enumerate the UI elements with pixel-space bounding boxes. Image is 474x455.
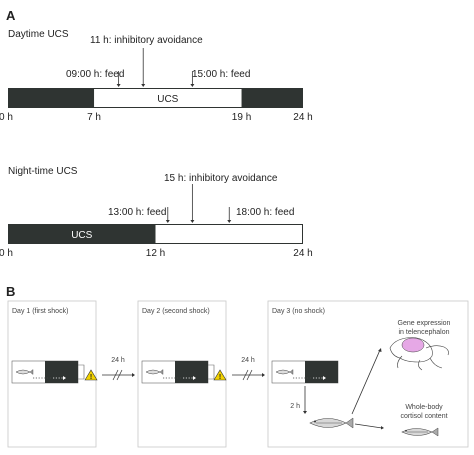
daytime-ticks: 0 h 7 h 19 h 24 h	[0, 112, 313, 123]
daytime-title: Daytime UCS	[8, 29, 69, 40]
day2-fish-icon	[145, 369, 164, 375]
day2-box: Day 2 (second shock) !	[137, 300, 227, 448]
day3-tank	[271, 360, 339, 384]
nighttime-feed2-label: 18:00 h: feed	[236, 207, 294, 218]
daytime-tick-label: 7 h	[87, 112, 101, 123]
nighttime-arrow-head	[165, 220, 170, 223]
cortisol-line2: cortisol content	[400, 413, 447, 420]
daytime-arrow-head	[190, 84, 195, 87]
day3-label: Day 3 (no shock)	[272, 308, 325, 315]
day1-warning-icon: !	[84, 369, 98, 381]
day2-warning-icon: !	[213, 369, 227, 381]
day3-box: Day 3 (no shock) 2 h Gene expre	[267, 300, 469, 448]
nighttime-arrows	[165, 184, 232, 223]
daytime-arrows	[116, 48, 195, 87]
day2-label: Day 2 (second shock)	[142, 308, 210, 315]
day1-fish-icon	[15, 369, 34, 375]
panel-b-letter: B	[6, 284, 15, 299]
daytime-arrow-head	[141, 84, 146, 87]
gene-expression-line2: in telencephalon	[399, 329, 450, 336]
daytime-feed1-label: 09:00 h: feed	[66, 69, 124, 80]
daytime-ucs-segment	[94, 89, 242, 107]
brain-icon	[389, 337, 449, 371]
daytime-feed2-label: 15:00 h: feed	[192, 69, 250, 80]
gene-expression-line1: Gene expression	[398, 320, 451, 327]
nighttime-feed1-label: 13:00 h: feed	[108, 207, 166, 218]
cortisol-fish-icon	[401, 427, 439, 437]
daytime-ucs-label: UCS	[157, 94, 178, 105]
nighttime-title: Night-time UCS	[8, 166, 78, 177]
cortisol-line1: Whole-body	[405, 404, 443, 411]
interval1-arrow	[102, 369, 135, 381]
nighttime-arrow-head	[227, 220, 232, 223]
day3-large-fish-icon	[309, 417, 354, 429]
daytime-avoidance-label: 11 h: inhibitory avoidance	[90, 35, 203, 46]
day1-tank: !	[11, 360, 98, 384]
day1-label: Day 1 (first shock)	[12, 308, 68, 315]
interval3-label: 2 h	[290, 403, 300, 410]
interval1-label: 24 h	[111, 357, 125, 364]
daytime-tick-label: 0 h	[0, 112, 13, 123]
svg-text:!: !	[90, 374, 92, 381]
nighttime-arrow-head	[190, 220, 195, 223]
nighttime-ticks: 0 h 12 h 24 h	[0, 248, 313, 259]
nighttime-ucs-label: UCS	[71, 230, 92, 241]
nighttime-tick-label: 24 h	[293, 248, 312, 259]
daytime-arrow-head	[116, 84, 121, 87]
nighttime-avoidance-label: 15 h: inhibitory avoidance	[164, 173, 278, 184]
panel-a-letter: A	[6, 8, 16, 23]
interval2-label: 24 h	[241, 357, 255, 364]
day2-tank: !	[141, 360, 227, 384]
day3-fish-icon	[275, 369, 294, 375]
svg-text:!: !	[219, 374, 221, 381]
nighttime-light-segment	[155, 225, 302, 243]
interval2-arrow	[232, 369, 265, 381]
nighttime-tick-label: 0 h	[0, 248, 13, 259]
daytime-tick-label: 24 h	[293, 112, 312, 123]
daytime-tick-label: 19 h	[232, 112, 251, 123]
daytime-timeline-bar	[8, 88, 303, 108]
nighttime-timeline-bar	[8, 224, 303, 244]
day1-box: Day 1 (first shock) !	[7, 300, 98, 448]
nighttime-tick-label: 12 h	[146, 248, 165, 259]
